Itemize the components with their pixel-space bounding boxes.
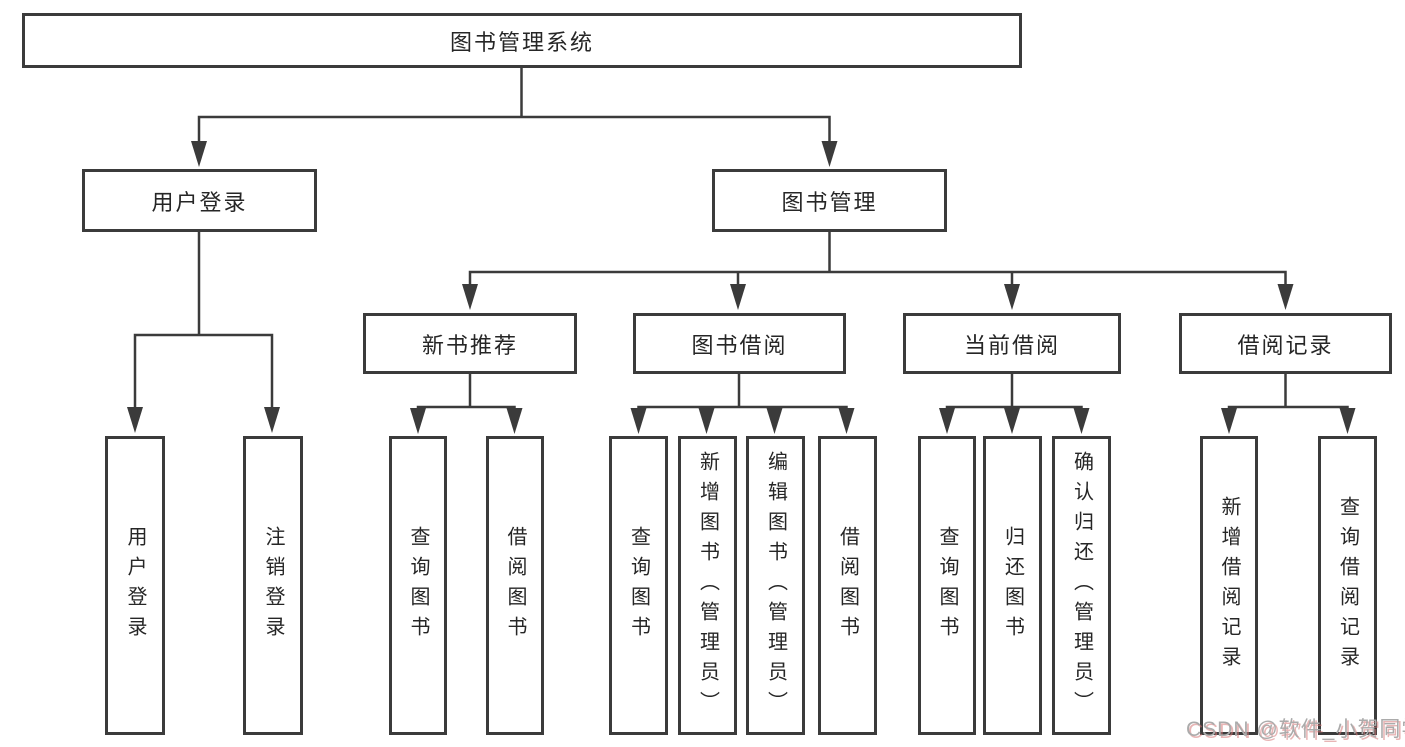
node-label: 查询借阅记录 xyxy=(1336,495,1359,676)
node-book-borrowing: 图书借阅 xyxy=(633,313,846,374)
node-user-login-leaf: 用户登录 xyxy=(105,436,165,735)
node-label: 注销登录 xyxy=(262,525,284,646)
node-label: 新增图书（管理员） xyxy=(696,450,719,721)
node-query-books-current: 查询图书 xyxy=(918,436,976,735)
node-label: 新增借阅记录 xyxy=(1218,495,1240,676)
node-label: 当前借阅 xyxy=(963,332,1060,358)
node-add-borrow-record: 新增借阅记录 xyxy=(1200,436,1258,735)
node-label: 图书管理系统 xyxy=(449,29,594,55)
node-label: 借阅图书 xyxy=(836,525,859,646)
node-label: 新书推荐 xyxy=(421,332,518,358)
node-label: 用户登录 xyxy=(151,189,248,215)
node-current-borrowing: 当前借阅 xyxy=(903,313,1121,374)
node-label: 确认归还（管理员） xyxy=(1070,450,1093,721)
node-label: 编辑图书（管理员） xyxy=(764,450,787,721)
node-query-borrow-record: 查询借阅记录 xyxy=(1318,436,1377,735)
node-label: 用户登录 xyxy=(124,525,146,646)
node-borrowing-records: 借阅记录 xyxy=(1179,313,1392,374)
node-add-books-admin: 新增图书（管理员） xyxy=(678,436,737,735)
node-borrow-books: 借阅图书 xyxy=(818,436,877,735)
node-label: 图书借阅 xyxy=(691,332,788,358)
node-library-management-system: 图书管理系统 xyxy=(22,13,1022,68)
node-borrow-books-recommend: 借阅图书 xyxy=(486,436,544,735)
node-user-login: 用户登录 xyxy=(82,169,317,232)
node-return-books: 归还图书 xyxy=(983,436,1042,735)
node-new-book-recommendation: 新书推荐 xyxy=(363,313,577,374)
node-label: 查询图书 xyxy=(936,525,958,646)
node-label: 借阅图书 xyxy=(504,525,526,646)
node-label: 查询图书 xyxy=(627,525,650,646)
node-query-books-recommend: 查询图书 xyxy=(389,436,447,735)
node-edit-books-admin: 编辑图书（管理员） xyxy=(746,436,805,735)
node-logout: 注销登录 xyxy=(243,436,303,735)
node-label: 图书管理 xyxy=(781,189,878,215)
arrowheads xyxy=(127,141,1356,434)
node-query-books-borrow: 查询图书 xyxy=(609,436,668,735)
node-label: 查询图书 xyxy=(407,525,429,646)
node-label: 归还图书 xyxy=(1001,525,1024,646)
node-label: 借阅记录 xyxy=(1237,332,1334,358)
node-book-management: 图书管理 xyxy=(712,169,947,232)
node-confirm-return-admin: 确认归还（管理员） xyxy=(1052,436,1111,735)
